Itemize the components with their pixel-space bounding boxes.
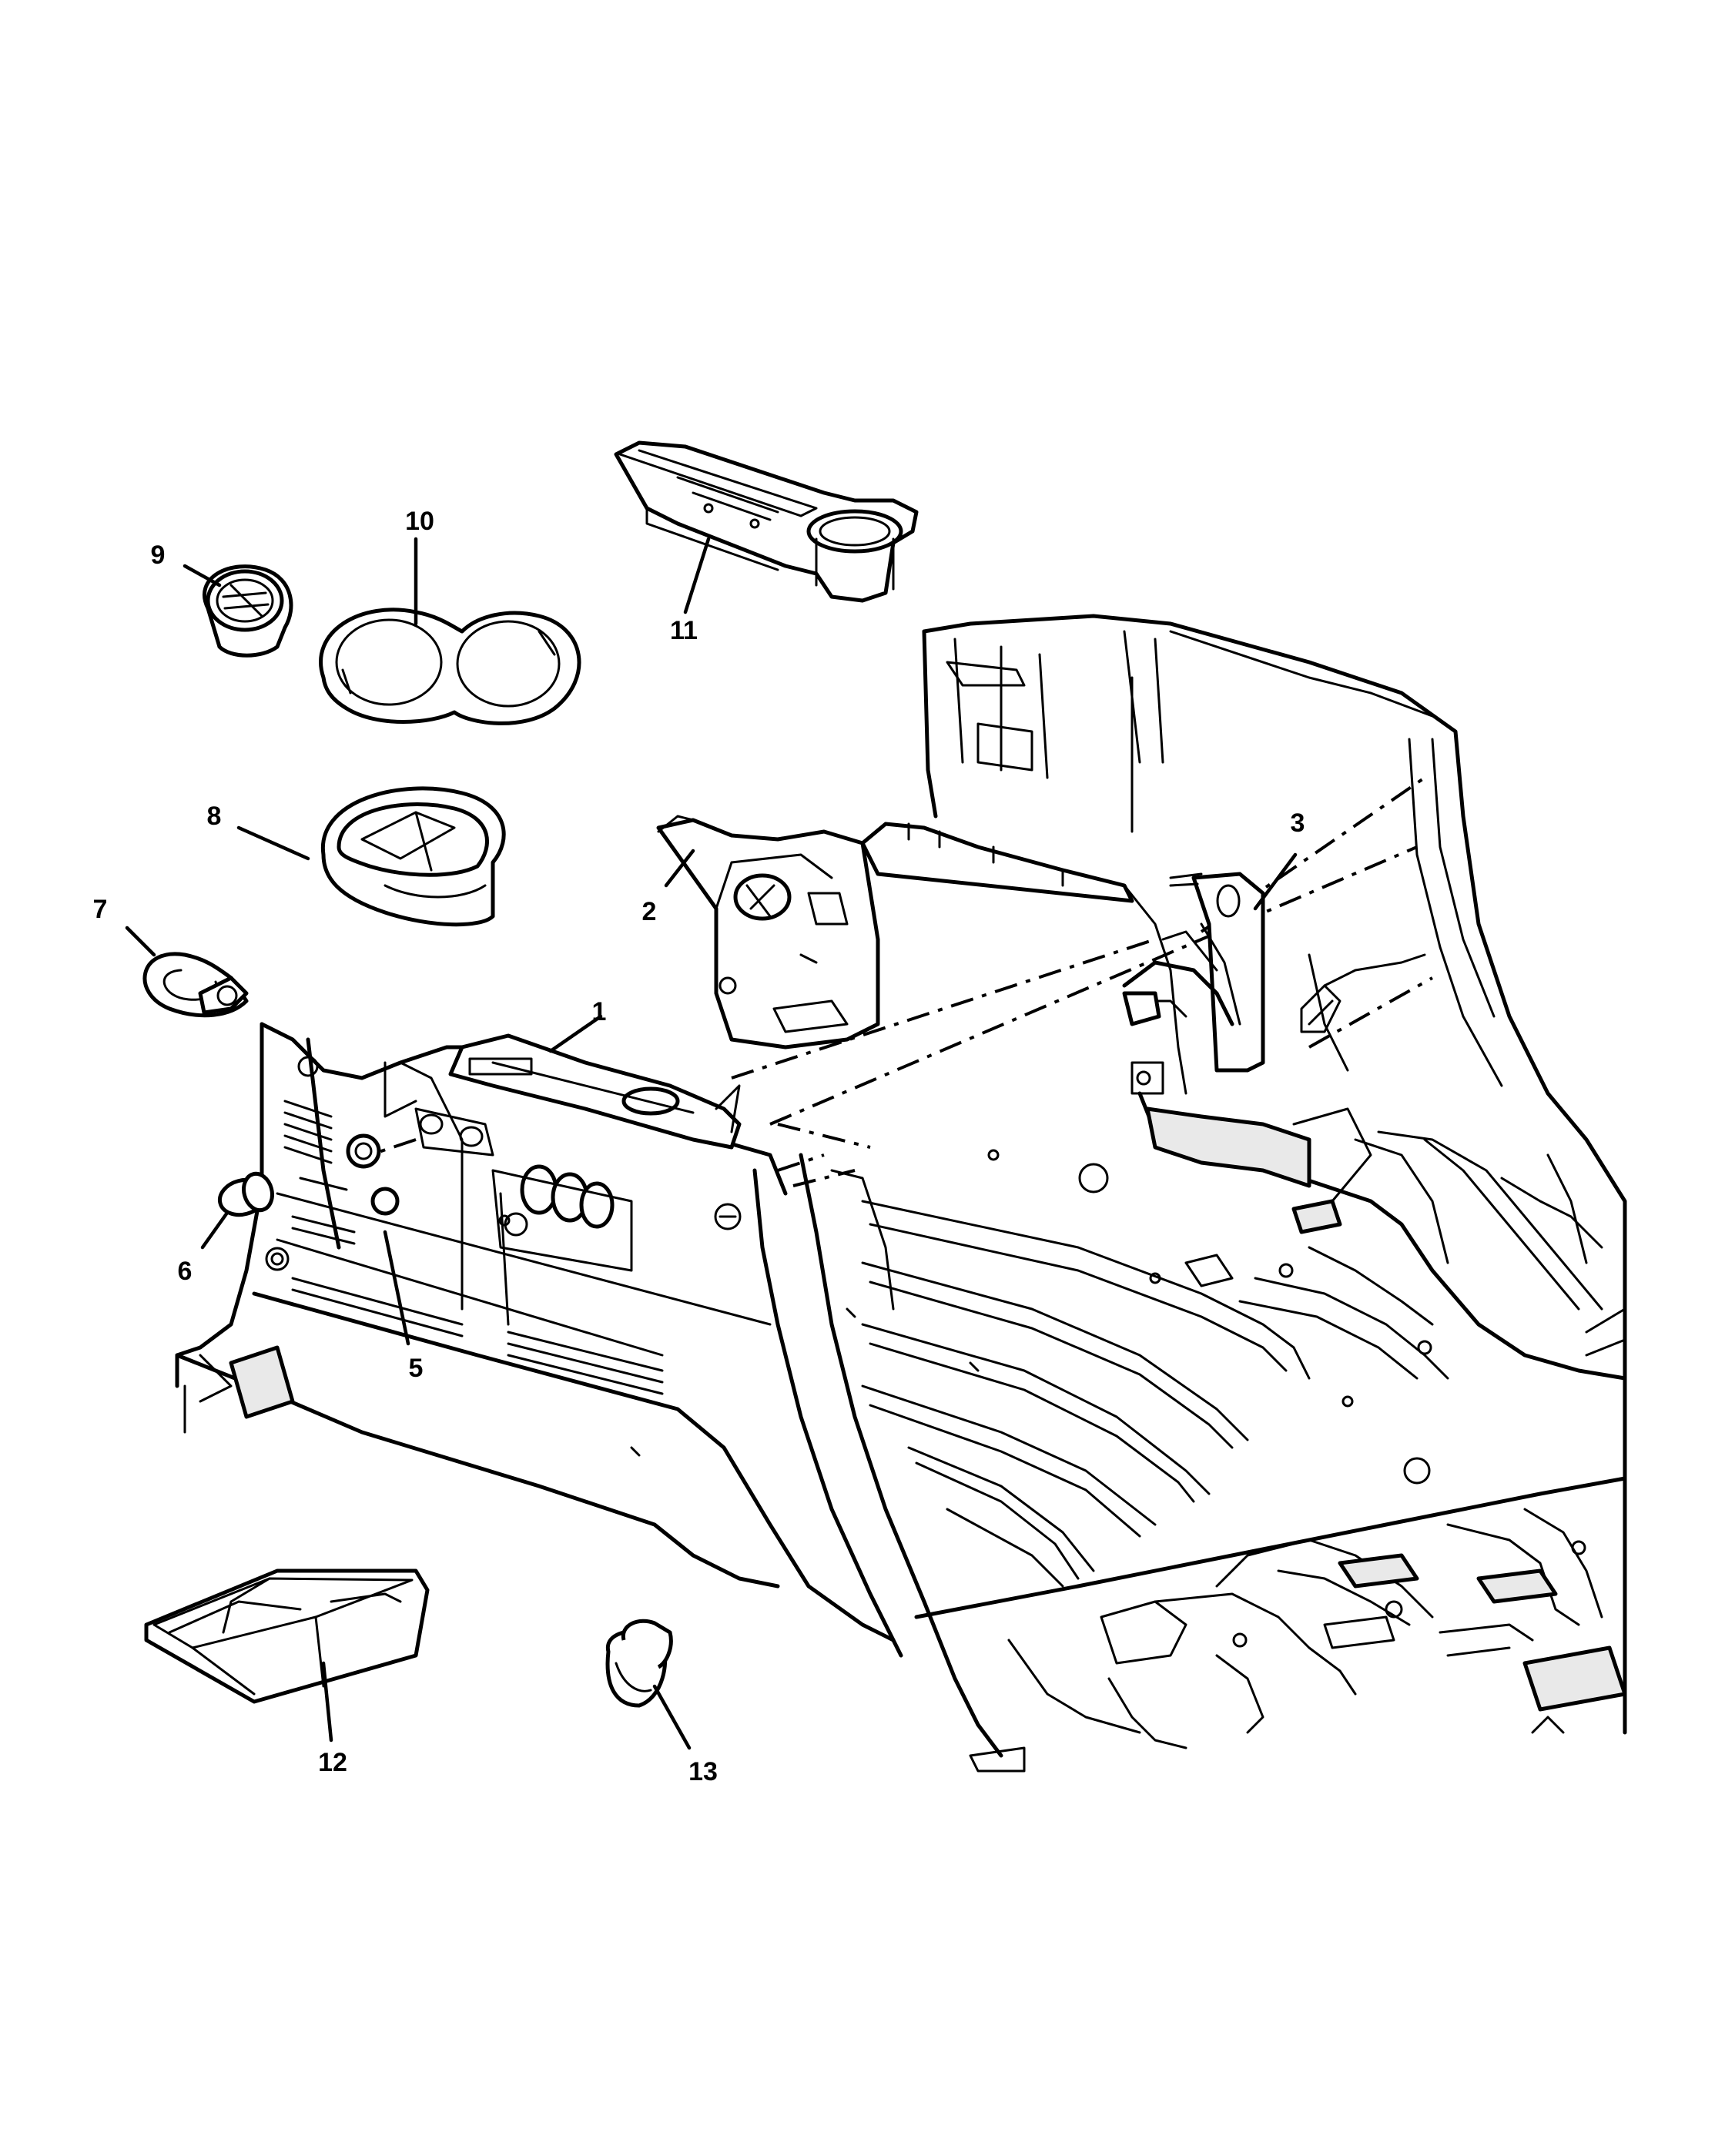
part-13-cover-cap [605,1619,673,1708]
part-2-side-trim-panel [656,815,1134,1050]
vehicle-body-illustration [175,614,1627,1773]
cargo-floor-ribs [861,1200,1449,1588]
callout-3: 3 [1291,808,1305,838]
part-12-storage-bin [144,1568,430,1704]
callout-12: 12 [318,1748,347,1777]
callout-2: 2 [642,897,657,926]
left-wall-vents [265,1056,528,1271]
part-7-tie-down-ring [142,952,249,1018]
callout-13: 13 [688,1757,718,1786]
callout-8: 8 [207,802,222,831]
part-8-oval-bezel [320,786,506,927]
part-1-quarter-trim-panel [448,1033,742,1150]
callout-11: 11 [670,616,698,645]
callout-1: 1 [592,997,607,1026]
part-5-plug [346,1133,381,1169]
leader-lines [125,537,1298,1750]
callout-9: 9 [151,541,166,570]
callout-7: 7 [93,895,108,924]
part-3-seat-belt-assembly [1122,872,1426,1073]
part-9-cup-holder-insert [202,564,293,658]
callout-10: 10 [405,507,434,536]
part-11-console-tray [614,440,919,603]
assembly-lines [369,776,1433,1187]
part-10-twin-cup-bezel [319,608,581,725]
callout-labels: 1 2 3 5 6 7 8 9 10 11 12 13 [93,507,1305,1786]
callout-5: 5 [409,1354,424,1383]
callout-6: 6 [178,1257,193,1286]
part-6-grommet [217,1171,274,1217]
